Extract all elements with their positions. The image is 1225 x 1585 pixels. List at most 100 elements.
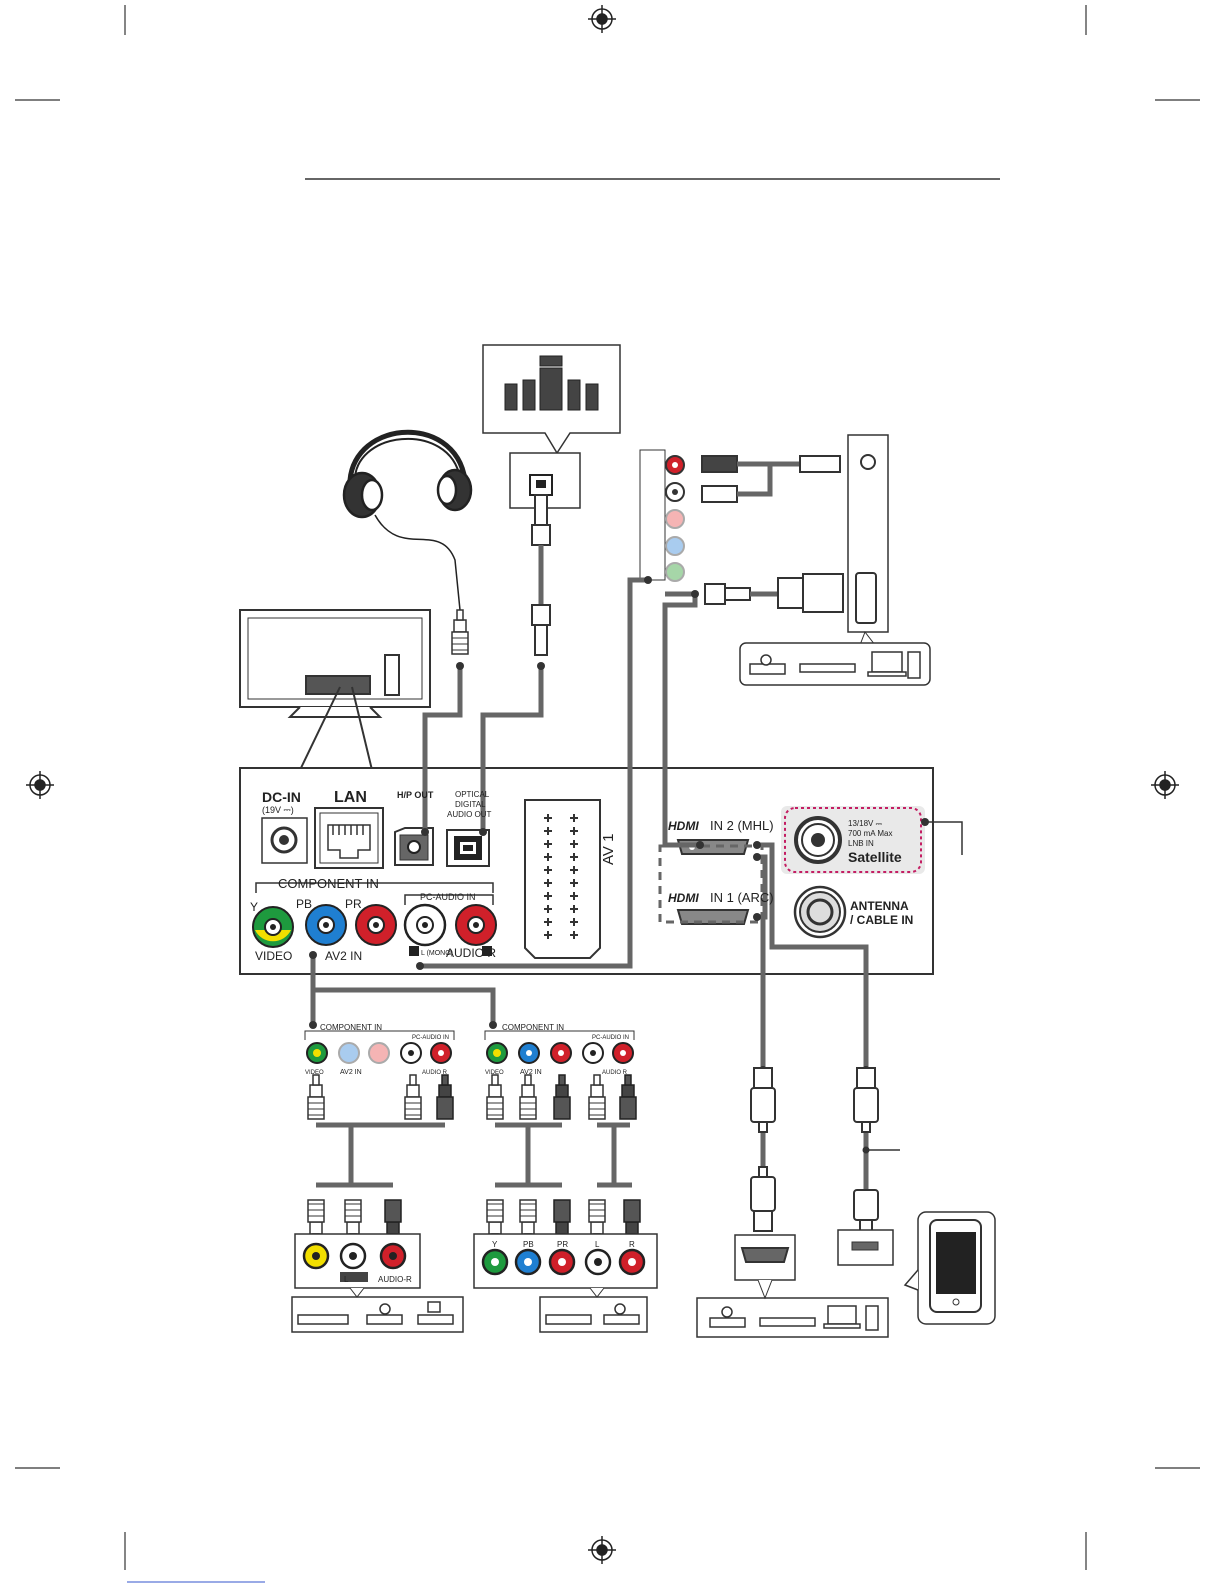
antenna-label-1: ANTENNA <box>850 899 909 913</box>
hdmi1-label: IN 1 (ARC) <box>710 890 774 905</box>
small-jack-panel-1 <box>304 1030 455 1064</box>
tv-rear-icon <box>239 609 431 771</box>
lan-port[interactable] <box>314 807 384 869</box>
sp2-component-in: COMPONENT IN <box>502 1023 564 1032</box>
sp1-component-in: COMPONENT IN <box>320 1023 382 1032</box>
scart-pin <box>544 866 552 874</box>
scart-pin <box>544 931 552 939</box>
scart-pin <box>570 853 578 861</box>
satellite-lnb-port[interactable] <box>781 806 925 874</box>
video-label: VIDEO <box>255 949 292 963</box>
mhl-plug-icon <box>853 1067 879 1133</box>
component-device-panel <box>473 1233 658 1333</box>
hdmi1-logo: HDMI <box>668 891 699 905</box>
scart-pin <box>544 892 552 900</box>
callout-dot <box>921 818 929 826</box>
scart-pin <box>544 879 552 887</box>
scart-pin <box>570 814 578 822</box>
scart-pins <box>544 814 578 939</box>
comp-r-label: R <box>629 1240 635 1249</box>
av2-in-label: AV2 IN <box>325 949 362 963</box>
dc-in-rating-label: (19V ⎓) <box>262 805 294 815</box>
mhl-device-panel <box>837 1229 894 1266</box>
optical-label-3: AUDIO OUT <box>447 810 492 819</box>
pb-label: PB <box>296 897 312 911</box>
speaker-system-callout <box>482 344 621 509</box>
hdmi-group-outline <box>658 844 764 924</box>
antenna-label-2: / CABLE IN <box>850 913 913 927</box>
satellite-callout-line <box>925 821 963 855</box>
sp2-pc-audio-in: PC-AUDIO IN <box>592 1035 629 1041</box>
callout-dot <box>862 1146 870 1154</box>
hdmi-device-panel <box>696 1234 889 1338</box>
scart-pin <box>570 931 578 939</box>
headphones-icon <box>342 429 473 611</box>
optical-cable <box>531 494 551 656</box>
sp2-audio-r: AUDIO R <box>602 1070 628 1076</box>
sp1-video: VIDEO <box>305 1070 324 1076</box>
scart-av1-port[interactable] <box>524 799 601 959</box>
headphone-plug-icon <box>451 609 469 655</box>
av-l-label: L <box>344 1275 349 1284</box>
pc-device-panel <box>739 434 931 686</box>
optical-out-port[interactable] <box>446 829 490 867</box>
comp-pr-label: PR <box>557 1240 568 1249</box>
sp1-audio-r: AUDIO R <box>422 1070 448 1076</box>
av1-label: AV 1 <box>600 834 617 865</box>
hp-out-label: H/P OUT <box>397 790 434 800</box>
optical-label-1: OPTICAL <box>455 790 490 799</box>
scart-pin <box>570 918 578 926</box>
sp1-av2-in: AV2 IN <box>340 1069 362 1076</box>
av-audio-r-label: AUDIO-R <box>378 1275 412 1284</box>
dc-in-label: DC-IN <box>262 789 301 805</box>
dc-in-port[interactable] <box>261 817 308 864</box>
rca-plugs <box>307 1074 641 1245</box>
crop-marks <box>15 5 1200 1570</box>
sp1-pc-audio-in: PC-AUDIO IN <box>412 1035 449 1041</box>
hdmi-plug-icon <box>750 1166 776 1232</box>
side-jack-panel <box>639 449 685 582</box>
scart-pin <box>570 892 578 900</box>
micro-usb-plug-icon <box>853 1189 879 1233</box>
scart-pin <box>570 866 578 874</box>
pr-label: PR <box>345 897 362 911</box>
hdmi-plug-icon <box>750 1067 776 1133</box>
scart-pin <box>570 879 578 887</box>
scart-pin <box>544 827 552 835</box>
scart-pin <box>570 905 578 913</box>
comp-l-label: L <box>595 1240 600 1249</box>
comp-pb-label: PB <box>523 1240 534 1249</box>
satellite-label: Satellite <box>848 849 902 865</box>
hdmi2-logo: HDMI <box>668 819 699 833</box>
hdmi2-label: IN 2 (MHL) <box>710 818 774 833</box>
scart-pin <box>544 853 552 861</box>
antenna-port[interactable] <box>793 885 847 939</box>
optical-label-2: DIGITAL <box>455 800 486 809</box>
dvi-hdmi-cable <box>704 573 844 613</box>
sp2-video: VIDEO <box>485 1070 504 1076</box>
component-jacks-main[interactable] <box>252 882 497 956</box>
satellite-rating: 13/18V ⎓ <box>848 819 883 828</box>
scart-pin <box>544 840 552 848</box>
registration-mark-icon <box>26 5 1179 1564</box>
sp2-av2-in: AV2 IN <box>520 1069 542 1076</box>
pc-audio-cable <box>701 455 841 503</box>
scart-pin <box>570 827 578 835</box>
l-mono-label: L (MONO) <box>421 950 453 957</box>
pc-audio-in-label: PC-AUDIO IN <box>420 892 476 902</box>
satellite-current: 700 mA Max <box>848 829 892 838</box>
av-device-panel <box>291 1233 464 1333</box>
comp-y-label: Y <box>492 1240 498 1249</box>
y-label: Y <box>250 900 258 914</box>
headphone-out-port[interactable] <box>394 827 434 866</box>
small-jack-panel-2 <box>484 1030 635 1064</box>
audio-r-label: AUDIO R <box>446 946 496 960</box>
scart-pin <box>544 814 552 822</box>
smartphone-icon <box>903 1211 996 1325</box>
lan-label: LAN <box>334 789 367 806</box>
scart-pin <box>544 905 552 913</box>
scart-pin <box>544 918 552 926</box>
satellite-lnb: LNB IN <box>848 839 874 848</box>
scart-pin <box>570 840 578 848</box>
